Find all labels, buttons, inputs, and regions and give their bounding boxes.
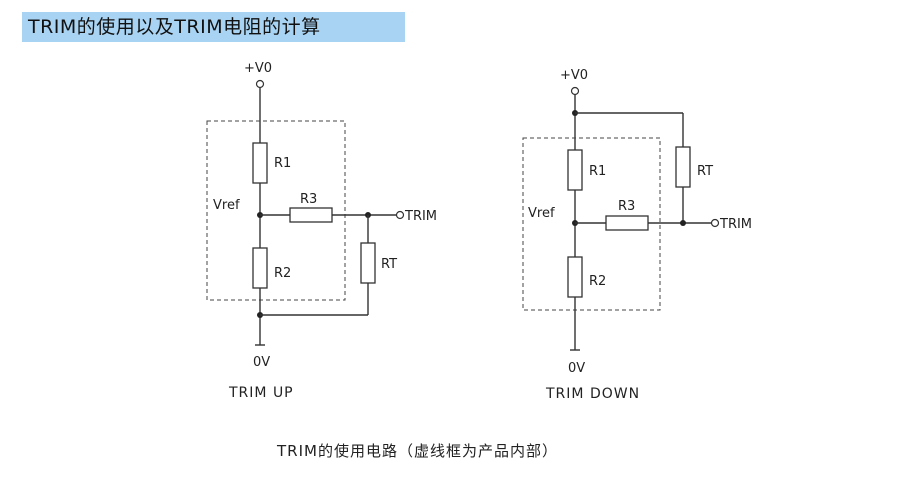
down-ground-label: 0V	[568, 361, 585, 376]
down-rt-resistor	[675, 146, 691, 188]
up-r2-label: R2	[274, 266, 291, 281]
down-supply-label: +V0	[560, 68, 588, 83]
up-r2-resistor	[252, 247, 268, 289]
up-supply-terminal	[255, 79, 265, 89]
down-vref-label: Vref	[528, 206, 555, 221]
figure-caption: TRIM的使用电路（虚线框为产品内部）	[276, 442, 558, 460]
down-trim-node	[680, 220, 686, 226]
down-r3-resistor	[605, 215, 649, 231]
up-r1-label: R1	[274, 156, 291, 171]
down-r2-resistor	[567, 256, 583, 298]
up-supply-label: +V0	[244, 61, 272, 76]
trim-up-circuit: +V0 R1 Vref R3 TRIM RT R2 0V TRIM UP	[206, 61, 437, 401]
down-circuit-title: TRIM DOWN	[545, 386, 640, 402]
down-trim-terminal	[710, 218, 720, 228]
up-ground-label: 0V	[253, 355, 270, 370]
up-r3-label: R3	[300, 192, 317, 207]
down-supply-terminal	[570, 86, 580, 96]
down-r2-label: R2	[589, 274, 606, 289]
trim-down-circuit: +V0 R1 Vref R3 RT TRIM R2 0V TRIM DOWN	[522, 68, 752, 402]
up-vref-label: Vref	[213, 198, 240, 213]
down-rt-label: RT	[697, 164, 713, 179]
up-r3-resistor	[289, 207, 333, 223]
up-rt-label: RT	[381, 257, 397, 272]
down-product-boundary	[522, 137, 661, 311]
down-r1-label: R1	[589, 164, 606, 179]
down-trim-label: TRIM	[719, 217, 752, 232]
down-r1-resistor	[567, 149, 583, 191]
up-trim-label: TRIM	[404, 209, 437, 224]
page-title: TRIM的使用以及TRIM电阻的计算	[22, 12, 405, 42]
up-r1-resistor	[252, 142, 268, 184]
up-trim-terminal	[395, 210, 405, 220]
up-circuit-title: TRIM UP	[228, 385, 294, 401]
down-r3-label: R3	[618, 199, 635, 214]
up-rt-resistor	[360, 242, 376, 284]
up-product-boundary	[206, 120, 346, 301]
